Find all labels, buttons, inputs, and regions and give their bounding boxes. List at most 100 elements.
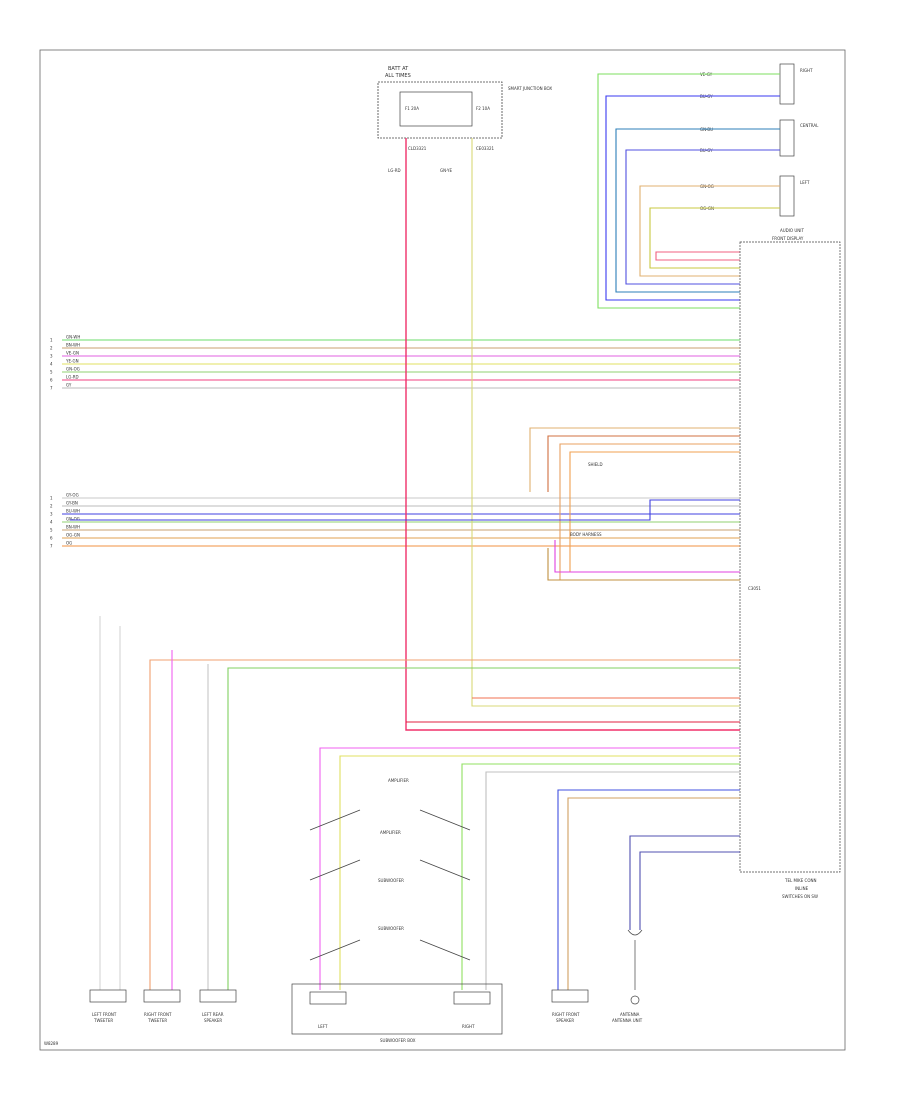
input-b-pin-6: 6: [50, 536, 53, 541]
input-a-color-5: GN-OG: [66, 367, 80, 372]
subwoofer-left: [309, 991, 347, 1005]
antenna-cable-end: [627, 929, 643, 936]
subwoofer-right-label: RIGHT: [462, 1024, 475, 1029]
tweeter-right-label: RIGHT: [800, 68, 813, 73]
speaker-right-front-name: RIGHT FRONT: [144, 1012, 172, 1017]
wire-tweeter-3: [615, 128, 780, 293]
antenna-name: ANTENNA: [620, 1012, 640, 1017]
wire-low-7: [557, 789, 740, 990]
fuse-wire-b-color: GN-YE: [440, 168, 453, 173]
wire-mid-6: [554, 540, 740, 573]
subwoofer-left-label: LEFT: [318, 1024, 328, 1029]
input-a-pin-3: 3: [50, 354, 53, 359]
amp-switch-3: [309, 939, 471, 961]
wire-low-2: [227, 667, 740, 990]
speaker-left-front-sub: TWEETER: [93, 1018, 113, 1023]
input-b-color-1: GY-OG: [66, 493, 79, 498]
antenna-sub: ANTENNA UNIT: [612, 1018, 643, 1023]
input-b-color-3: BU-WH: [66, 509, 80, 514]
mid-label-harness: BODY HARNESS: [570, 532, 602, 537]
speaker-left-rear: LEFT REAR SPEAKER: [199, 989, 237, 1023]
speaker-left-front-name: LEFT FRONT: [92, 1012, 117, 1017]
wire-low-4: [339, 755, 740, 990]
wire-tweeter-5: [639, 185, 780, 277]
speaker-right-front-2-sub: SPEAKER: [556, 1018, 574, 1023]
wire-mid-1: [529, 427, 740, 492]
input-a-pin-6: 6: [50, 378, 53, 383]
input-b-color-6: OG-GN: [66, 533, 80, 538]
wire-low-6: [485, 771, 740, 990]
wire-fuse-yellow: [471, 138, 740, 707]
head-unit: AUDIO UNIT FRONT DISPLAY TEL MIKE CONN I…: [739, 228, 841, 899]
head-unit-outline: [739, 241, 841, 873]
tweeter-left-box: [779, 175, 795, 217]
head-unit-label-top: AUDIO UNIT: [780, 228, 804, 233]
input-a-pin-1: 1: [50, 338, 53, 343]
subwoofer-box: [291, 983, 503, 1035]
speaker-right-front-sub: TWEETER: [147, 1018, 167, 1023]
input-a-pin-4: 4: [50, 362, 53, 367]
speaker-right-front-2-body: [551, 989, 589, 1003]
head-unit-label-bottom-2: INLINE: [795, 886, 809, 891]
antenna-symbol: [630, 995, 640, 1005]
amp-switch-1: [309, 809, 471, 831]
head-unit-label-sub: FRONT DISPLAY: [772, 236, 804, 241]
wire-tweeter-4: [625, 149, 780, 285]
fuse-wire-a-color: LG-RD: [388, 168, 401, 173]
input-a-pin-2: 2: [50, 346, 53, 351]
speaker-left-front-body: [89, 989, 127, 1003]
tweeter-left-label: LEFT: [800, 180, 810, 185]
fuse-b-label: F2 10A: [476, 106, 490, 111]
wire-low-8: [567, 797, 740, 990]
fuse-a-label: F1 20A: [405, 106, 419, 111]
input-b-pin-1: 1: [50, 496, 53, 501]
wire-mid-3: [559, 443, 740, 580]
fuse-box-subtitle: ALL TIMES: [385, 73, 411, 79]
fuse-box-title: BATT AT: [388, 66, 409, 72]
wire-tweeter-2: [605, 95, 780, 301]
wire-antenna-2: [639, 851, 740, 930]
wire-mid-7: [547, 548, 740, 581]
wire-low-3: [319, 747, 740, 990]
input-b-pin-4: 4: [50, 520, 53, 525]
footer-code: W8289: [44, 1041, 59, 1046]
mid-label-connector: C3051: [748, 586, 761, 591]
antenna-unit: ANTENNA ANTENNA UNIT: [612, 929, 643, 1023]
input-a-color-4: YE-GN: [65, 359, 79, 364]
input-a-pin-7: 7: [50, 386, 53, 391]
amp-sub-2: SUBWOOFER: [378, 878, 404, 883]
tweeter-central-label: CENTRAL: [800, 123, 819, 128]
input-a-color-7: GY: [66, 383, 72, 388]
fuse-box: BATT AT ALL TIMES F1 20A F2 10A SMART JU…: [377, 66, 552, 173]
wire-mid-4: [569, 451, 740, 572]
input-b-color-2: GY-BN: [66, 501, 78, 506]
wire-mid-5: [70, 499, 740, 521]
tweeter-central-box: [779, 119, 795, 157]
speaker-right-front: RIGHT FRONT TWEETER: [143, 989, 181, 1023]
amp-panel: AMPLIFIER AMPLIFIER SUBWOOFER SUBWOOFER …: [291, 778, 503, 1043]
input-b-pin-3: 3: [50, 512, 53, 517]
fuse-box-outline: [377, 81, 503, 139]
speaker-right-front-2-name: RIGHT FRONT: [552, 1012, 580, 1017]
fuse-element: [399, 91, 473, 127]
fuse-wire-b-code: CE03321: [476, 146, 495, 151]
wire-tweeter-1: [597, 73, 780, 309]
fuse-box-desc: SMART JUNCTION BOX: [508, 86, 552, 91]
speaker-right-front-2: RIGHT FRONT SPEAKER: [551, 989, 589, 1023]
amp-title: AMPLIFIER: [388, 778, 409, 783]
amp-switch-2: [309, 859, 471, 881]
amp-sub-1: AMPLIFIER: [380, 830, 401, 835]
input-a-color-2: BN-WH: [66, 343, 80, 348]
input-a-color-6: LG-RD: [66, 375, 79, 380]
input-a-color-1: GN-WH: [66, 335, 80, 340]
head-unit-label-bottom-1: TEL MIKE CONN: [784, 878, 816, 883]
tweeter-right-box: [779, 63, 795, 105]
input-b-color-7: OG: [66, 541, 72, 546]
mid-label-shield: SHIELD: [588, 462, 603, 467]
wire-low-1: [149, 659, 740, 990]
input-a-color-3: VE-GN: [66, 351, 79, 356]
